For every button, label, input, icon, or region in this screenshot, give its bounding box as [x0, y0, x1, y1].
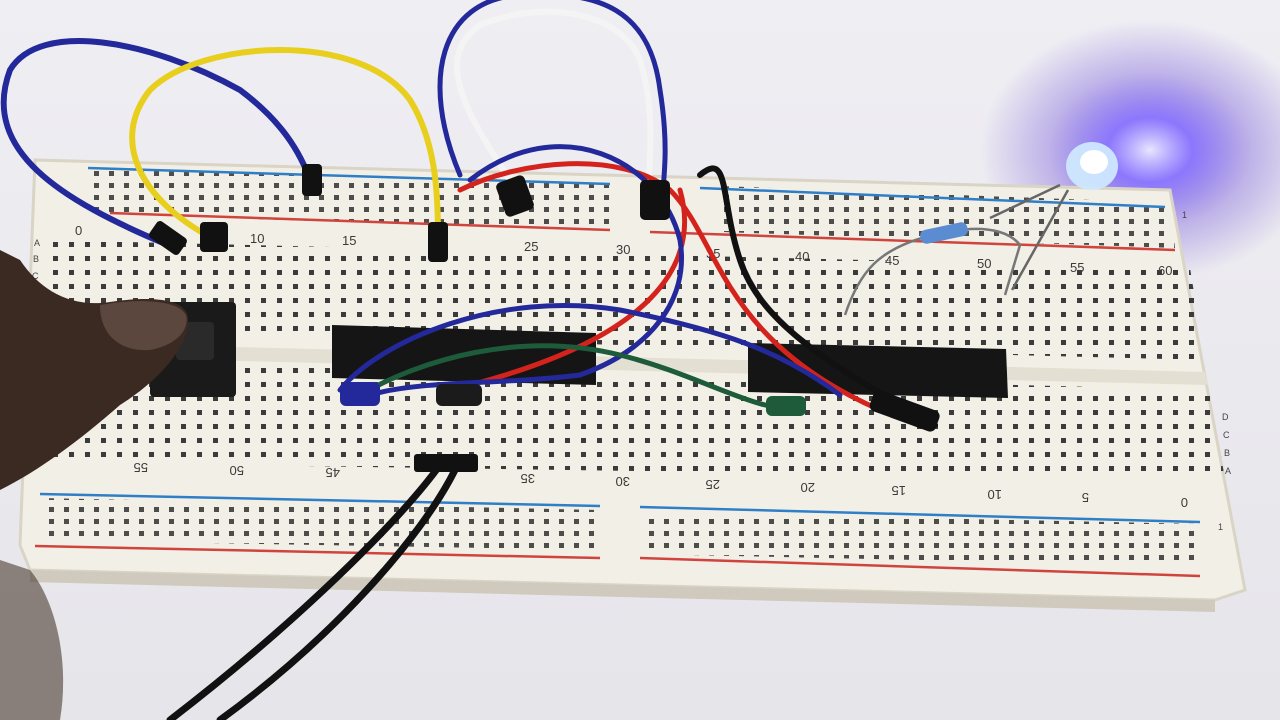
row-letter-b: B [33, 254, 39, 264]
row-letter-right-b: B [1224, 448, 1230, 458]
bottom-num-3: 35 [521, 471, 535, 486]
wire-red-top [457, 161, 883, 413]
rail-line-red-top [109, 211, 611, 232]
finger [0, 250, 189, 720]
wire-blue-long [337, 303, 843, 398]
top-num-4: 30 [616, 242, 630, 257]
top-num-1: 10 [250, 231, 264, 246]
row-letter-a: A [34, 238, 40, 248]
rail-marker-1: 1 [1218, 522, 1223, 532]
led-blue [989, 142, 1118, 291]
ic-chip-right [748, 343, 1008, 398]
wire-blue-left [0, 38, 315, 248]
bottom-num-4: 30 [616, 474, 630, 489]
breadboard-shadow [30, 570, 1215, 612]
rail-line-red-bottom [34, 544, 601, 560]
row-letter-right-d: D [1222, 412, 1229, 422]
bottom-power-rail: 1 1 [34, 210, 1223, 578]
bottom-column-numbers: 55 50 45 35 30 25 20 15 10 5 0 [134, 460, 1188, 510]
wire-red-mid [447, 187, 688, 393]
wire-black-bottom-1 [166, 461, 444, 720]
right-row-letters: D C B A [1222, 412, 1231, 476]
wire-blue-top [437, 0, 668, 203]
rail-line-blue-bottom [39, 492, 601, 508]
rail-line-blue-bottom-right [639, 505, 1201, 524]
row-letter-c: C [32, 271, 39, 281]
bottom-num-9: 5 [1082, 490, 1089, 505]
bottom-num-0: 55 [134, 460, 148, 475]
wire-blue-mid [367, 144, 684, 398]
wire-yellow [129, 47, 441, 241]
bottom-num-7: 15 [892, 483, 906, 498]
rail-line-red-bottom-right [639, 556, 1201, 578]
upper-terminal-strip [40, 240, 1205, 360]
row-letter-right-c: C [1223, 430, 1230, 440]
wire-white [454, 8, 654, 203]
rail-marker-2: 1 [1182, 210, 1187, 220]
top-num-2: 15 [342, 233, 356, 248]
top-num-3: 25 [524, 239, 538, 254]
rail-line-blue-top-right [699, 186, 1166, 209]
bottom-num-5: 25 [706, 477, 720, 492]
row-letter-right-a: A [1225, 466, 1231, 476]
top-num-0: 0 [75, 223, 82, 238]
bottom-num-8: 10 [988, 487, 1002, 502]
wire-black-bottom-2 [216, 466, 459, 720]
jumper-wires [0, 0, 940, 720]
wire-black-right [697, 165, 938, 428]
wire-green [357, 343, 803, 413]
bottom-num-1: 50 [230, 463, 244, 478]
bottom-num-10: 0 [1181, 495, 1188, 510]
resistor [843, 222, 1022, 316]
bottom-num-6: 20 [801, 480, 815, 495]
bottom-num-2: 45 [326, 465, 340, 480]
